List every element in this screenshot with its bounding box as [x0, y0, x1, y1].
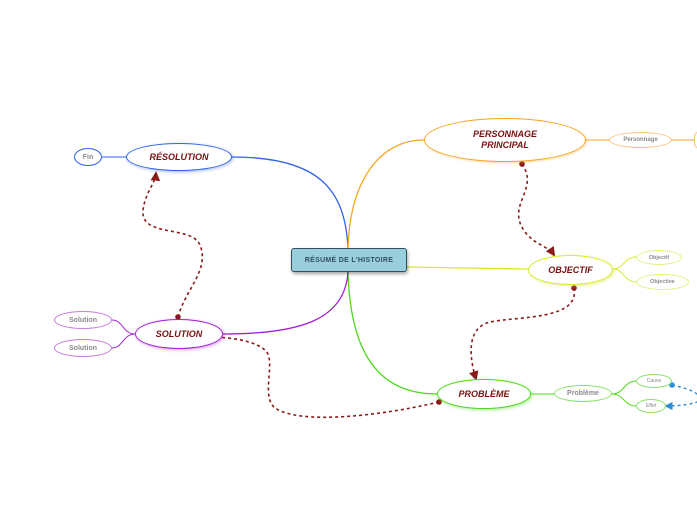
subtopic-solution-2-label: Solution [69, 344, 97, 352]
topic-personnage-principal[interactable]: PERSONNAGE PRINCIPAL [424, 118, 586, 162]
relationship-probleme-solution [202, 331, 440, 419]
topic-probleme-label: PROBLÈME [458, 388, 510, 399]
subtopic-objectif-2[interactable]: Objective [636, 274, 689, 290]
relationship-personnage-objectif [517, 163, 556, 257]
sub-line-objectif-1 [612, 256, 637, 270]
subtopic-objectif-1-label: Objectif [648, 254, 670, 261]
subtopic-objectif-2-label: Objective [650, 279, 675, 285]
branch-line-objectif [406, 266, 529, 270]
relationship-dot-objectif [571, 285, 577, 291]
subtopic-effet[interactable]: Effet [636, 399, 666, 413]
sub-line-cause [611, 380, 637, 395]
topic-resolution[interactable]: RÉSOLUTION [126, 143, 232, 171]
subtopic-objectif-1[interactable]: Objectif [636, 250, 682, 265]
subtopic-effet-label: Effet [645, 403, 657, 409]
subtopic-cause[interactable]: Cause [636, 374, 672, 388]
relationship-cause-effet [664, 384, 697, 411]
subtopic-solution-1[interactable]: Solution [54, 311, 112, 329]
branch-line-probleme [347, 271, 438, 395]
topic-probleme[interactable]: PROBLÈME [437, 379, 531, 409]
subtopic-fin-label: Fin [82, 153, 94, 161]
subtopic-personnage-label: Personnage [623, 137, 658, 143]
subtopic-personnage[interactable]: Personnage [609, 132, 672, 148]
topic-objectif-label: OBJECTIF [548, 264, 593, 275]
topic-resolution-label: RÉSOLUTION [149, 151, 209, 162]
subtopic-solution-1-label: Solution [69, 316, 97, 324]
topic-solution[interactable]: SOLUTION [135, 319, 223, 349]
sub-line-effet [611, 393, 637, 407]
relationship-dot-personnage [519, 161, 525, 167]
branch-line-personnage [347, 139, 425, 249]
topic-solution-label: SOLUTION [155, 328, 203, 339]
central-topic[interactable]: RÉSUMÉ DE L'HISTOIRE [291, 248, 407, 272]
topic-personnage-label: PERSONNAGE PRINCIPAL [472, 129, 537, 150]
branch-line-resolution [231, 156, 349, 249]
relationship-solution-resolution [142, 171, 204, 318]
topic-objectif[interactable]: OBJECTIF [528, 255, 613, 285]
sub-line-solution-2 [111, 333, 136, 349]
subtopic-fin[interactable]: Fin [74, 148, 102, 166]
subtopic-probleme[interactable]: Problème [554, 385, 612, 402]
subtopic-probleme-label: Problème [567, 390, 599, 397]
relationship-objectif-probleme [469, 287, 575, 381]
subtopic-cause-label: Cause [646, 378, 662, 384]
subtopic-solution-2[interactable]: Solution [54, 339, 112, 357]
relationship-dot-probleme [436, 399, 442, 405]
sub-line-objectif-2 [612, 268, 637, 283]
sub-line-solution-1 [111, 319, 136, 335]
subtopic-personnage-offscreen[interactable] [694, 132, 697, 148]
branch-line-solution [222, 271, 349, 335]
